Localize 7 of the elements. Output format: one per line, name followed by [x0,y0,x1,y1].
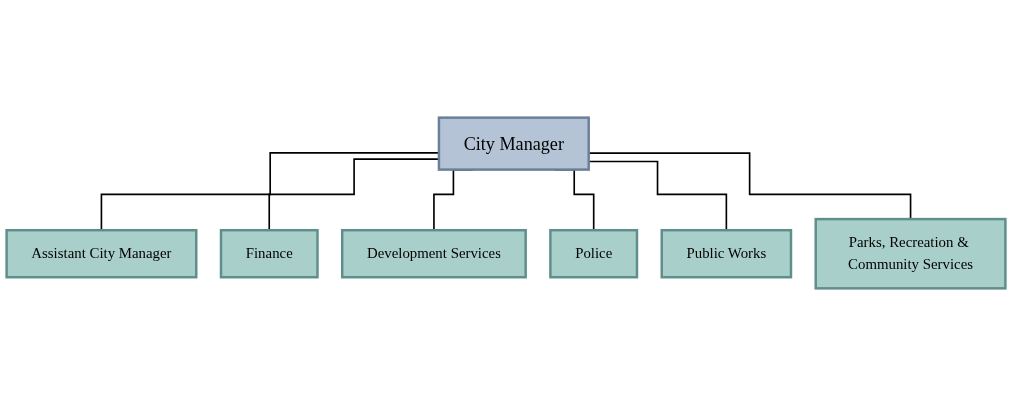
node-box: Police [549,228,639,279]
node-box: Finance [219,228,319,279]
node-box: Public Works [660,228,793,279]
node-box: Assistant City Manager [5,228,198,279]
node-box: City Manager [437,116,590,171]
node-box: Development Services [340,228,527,279]
node-box: Parks, Recreation & Community Services [814,217,1007,290]
